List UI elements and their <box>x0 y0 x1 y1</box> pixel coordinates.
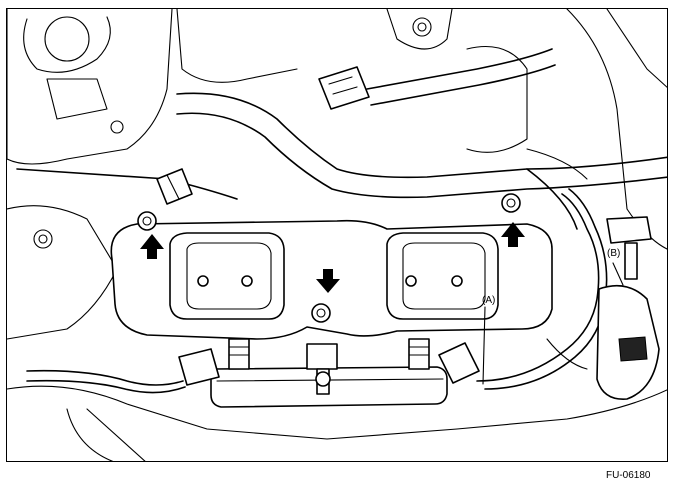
bolt-position-arrow-icon <box>140 222 525 293</box>
injector-connector-left <box>26 348 220 394</box>
callout-leader-lines <box>482 262 624 385</box>
diagram-frame: (A) (B) <box>6 8 668 462</box>
callout-a-label: (A) <box>482 295 496 306</box>
intake-manifold-flange <box>110 193 553 340</box>
injector-connector-right <box>438 342 480 384</box>
engine-block-background <box>7 9 667 461</box>
callout-b-label: (B) <box>607 248 621 259</box>
fuel-injector-icon <box>228 338 430 370</box>
harness-connector-icon <box>318 66 370 110</box>
hose-clamp-icon <box>156 168 193 205</box>
engine-illustration <box>7 9 667 461</box>
figure-code: FU-06180 <box>606 470 651 481</box>
harness-connector-b <box>596 216 660 400</box>
